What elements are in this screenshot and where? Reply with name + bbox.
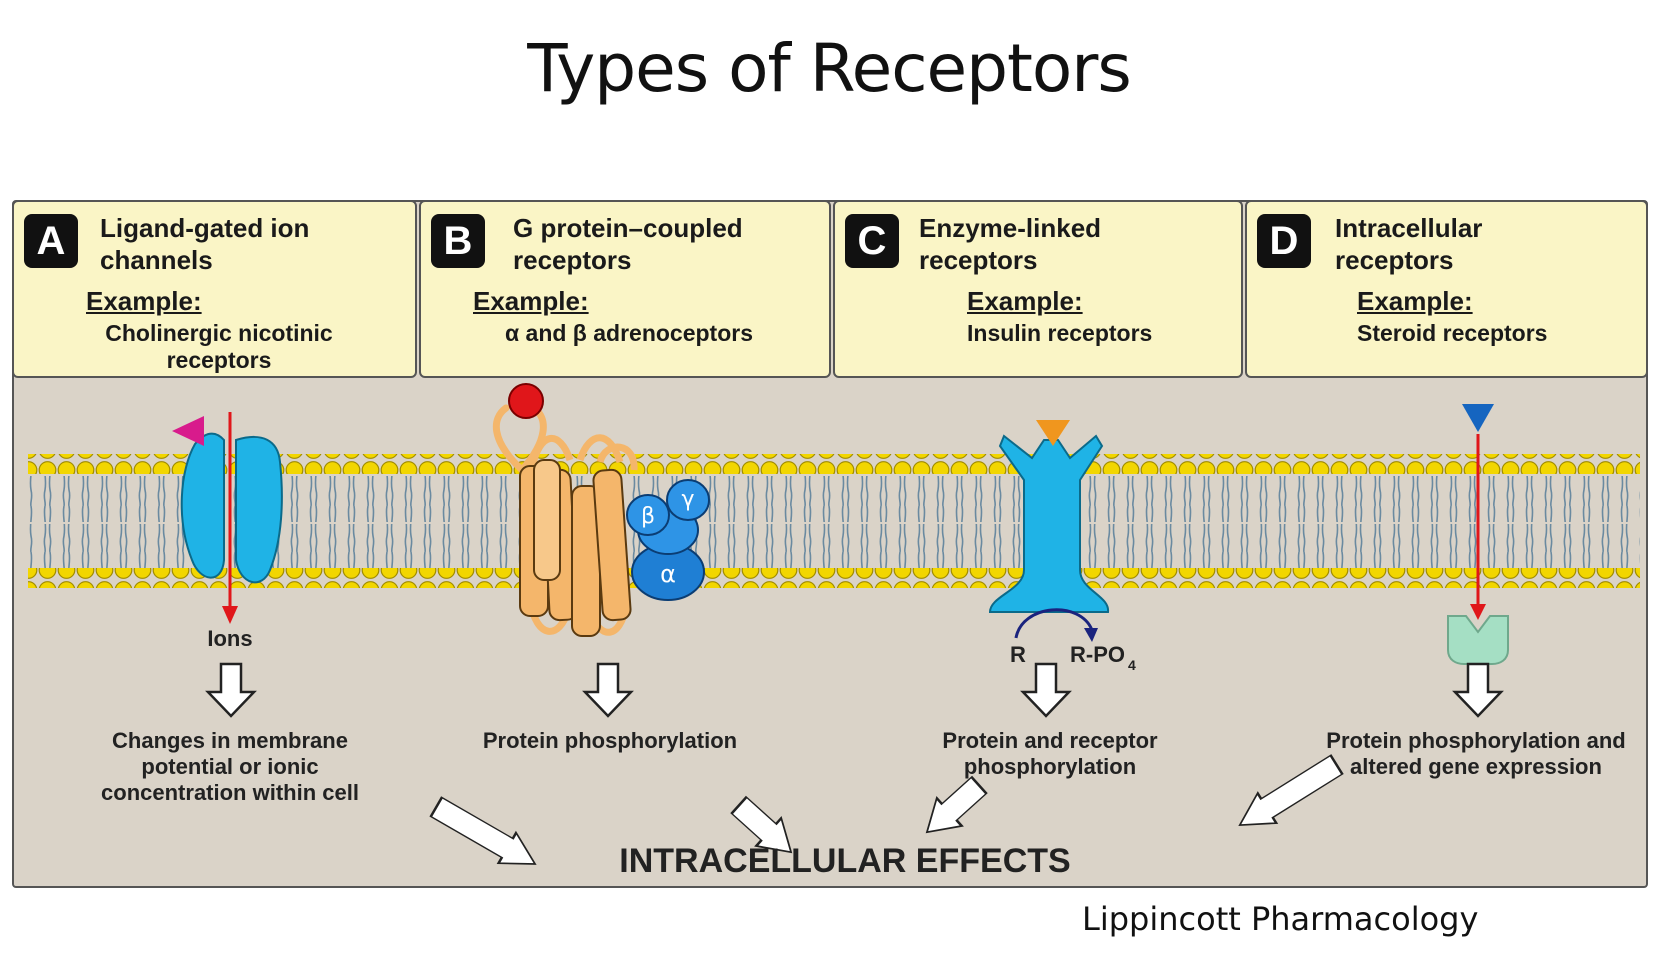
beta-subunit-label: β (641, 504, 655, 529)
receptor-box-c: C Enzyme-linked receptors Example: Insul… (833, 200, 1243, 378)
box-title-d: Intracellular receptors (1335, 213, 1483, 275)
receptor-box-a: A Ligand-gated ion channels Example: Cho… (12, 200, 417, 378)
ion-channel-receptor (180, 432, 283, 584)
outcome-c: Protein and receptor phosphorylation (942, 728, 1158, 779)
example-label-a: Example: (86, 286, 202, 316)
intracellular-effects-label: INTRACELLULAR EFFECTS (619, 842, 1071, 880)
down-arrow-a (205, 662, 257, 718)
example-value-d: Steroid receptors (1357, 320, 1548, 346)
ions-label: Ions (207, 626, 253, 651)
g-protein-coupled-receptor (492, 404, 638, 637)
example-label-d: Example: (1357, 286, 1473, 316)
cell-membrane (28, 454, 1640, 588)
alpha-subunit-label: α (660, 560, 676, 588)
letter-badge-a: A (24, 214, 78, 268)
phosphorylation-arrowhead (1084, 628, 1098, 642)
receptor-box-d: D Intracellular receptors Example: Stero… (1245, 200, 1648, 378)
box-title-b: G protein–coupled receptors (513, 213, 743, 275)
down-arrow-c (1020, 662, 1072, 718)
letter-badge-b: B (431, 214, 485, 268)
ion-flow-arrowhead (222, 606, 238, 624)
r-label: R (1010, 642, 1026, 667)
down-arrow-d (1452, 662, 1504, 718)
page-title: Types of Receptors (527, 30, 1132, 107)
diagonal-arrow-d (1238, 754, 1344, 827)
ligand-triangle-magenta (172, 416, 204, 446)
receptor-box-b: B G protein–coupled receptors Example: α… (419, 200, 831, 378)
outcome-b: Protein phosphorylation (482, 728, 738, 753)
outcome-d: Protein phosphorylation and altered gene… (1326, 728, 1626, 779)
letter-badge-c: C (845, 214, 899, 268)
example-label-c: Example: (967, 286, 1083, 316)
source-credit: Lippincott Pharmacology (1082, 900, 1479, 938)
ligand-triangle-orange (1036, 420, 1070, 446)
example-label-b: Example: (473, 286, 589, 316)
diagonal-arrow-a (429, 796, 537, 865)
diagonal-arrow-b (730, 795, 793, 854)
diagonal-arrow-c (925, 775, 988, 834)
phosphorylation-arrow (1014, 608, 1094, 639)
ligand-circle-red (508, 383, 544, 419)
box-title-a: Ligand-gated ion channels (100, 213, 310, 275)
intracellular-receptor (1447, 615, 1509, 665)
steroid-entry-arrowhead (1470, 604, 1486, 620)
letter-badge-d: D (1257, 214, 1311, 268)
outcome-a: Changes in membrane potential or ionic c… (101, 728, 359, 805)
gamma-subunit-label: γ (681, 487, 694, 512)
example-value-a: Cholinergic nicotinic receptors (105, 320, 333, 373)
g-protein-subunits (626, 479, 710, 601)
down-arrow-b (582, 662, 634, 718)
ligand-triangle-blue (1462, 404, 1494, 432)
box-title-c: Enzyme-linked receptors (919, 213, 1102, 275)
rpo4-subscript: 4 (1128, 657, 1136, 673)
example-value-b: α and β adrenoceptors (505, 320, 754, 346)
example-value-c: Insulin receptors (967, 320, 1153, 346)
rpo4-label: R-PO (1070, 642, 1125, 667)
enzyme-linked-receptor (988, 434, 1110, 613)
